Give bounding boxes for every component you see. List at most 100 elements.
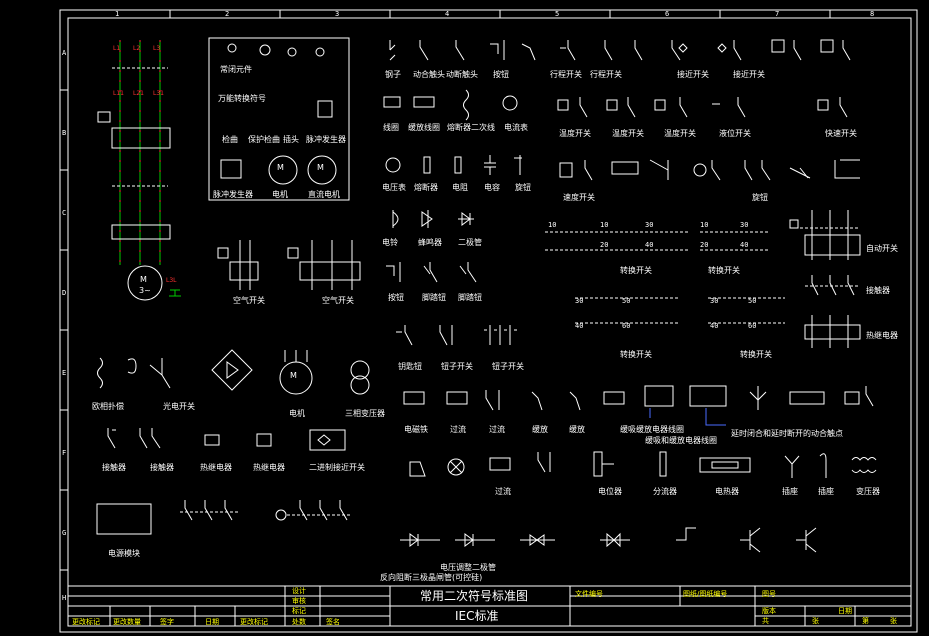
symbol-row-a: 钢子 动合触头 动断触头 按钮 行程开关 行程开关 接近开关 接近开关 [385,39,851,79]
tb-cell-mark: 标记 [292,606,306,615]
tb-cell-total: 共 [762,616,769,625]
air-switch-group: 空气开关 空气开关 [217,240,361,305]
label-row-e-2: 热继电器 [200,462,232,472]
label-meter-2: 电阻 [452,182,468,192]
motor-letter: M [140,275,147,284]
label-row-f-3: 电热器 [715,486,739,496]
label-key-1: 钮子开关 [441,361,473,371]
phase-label-l1: L1 [113,45,120,52]
zone-ticks [60,10,831,571]
label-btn2-2: 脚踏钮 [458,292,482,302]
symbol-row-f: 过流 电位器 分流器 电热器 插座 插座 变压器 [409,451,880,496]
label-temp-1: 温度开关 [612,128,644,138]
label-coil-2: 熔断器二次线 [447,122,495,132]
zone-letter: E [62,369,66,377]
legend-box: 常闭元件 万能转换符号 检曲 保护检曲 插头 脉冲发生器 M M 脉冲发生器 电… [208,37,350,201]
thyristor-group: 电压调整二极管 反向阻断三极晶闸管(可控硅) [380,527,817,582]
zone-letter: F [62,449,66,457]
label-row-f-0: 过流 [495,486,511,496]
label-row-e-mid-3: 缓放 [532,424,548,434]
label-row-f-1: 电位器 [598,486,622,496]
tick: 30 [575,297,583,305]
label-key-2: 钮子开关 [492,361,524,371]
power-module-group: 电源模块 [96,500,350,558]
zone-letter: B [62,129,66,137]
zone-number-labels: 1 2 3 4 5 6 7 8 A B C D E F G H [62,10,874,602]
label-travel-1: 行程开关 [590,69,622,79]
key-switch-group: 钥匙钮 钮子开关 钮子开关 [396,325,524,371]
label-coil-3: 电流表 [504,122,528,132]
motor-pe-label: L3L [166,277,177,284]
title-block-title: 常用二次符号标准图 [420,588,528,603]
symbol-row-bell: 电铃 蜂鸣器 二极管 按钮 脚踏钮 脚踏钮 [382,210,482,302]
tick: 30 [710,297,718,305]
label-speed-switch: 速度开关 [563,192,595,202]
label-contactor-r: 接触器 [866,285,890,295]
tb-cell-file: 文件编号 [575,589,603,598]
label-coil-1: 缓放线圈 [408,122,440,132]
zone-letter: C [62,209,66,217]
phase-label-l21: L21 [133,90,144,97]
tb-cell-version: 版本 [762,606,776,615]
tick: 20 [700,241,708,249]
tb-cell-count: 处数 [292,617,306,626]
inner-border [67,17,912,627]
legend-item-1: 常闭元件 [220,64,252,74]
legend-row2-0: 检曲 [222,134,238,144]
label-thyristor-2: 反向阻断三极晶闸管(可控硅) [380,572,482,582]
symbol-row-e-mid: 电磁铁 过流 过流 缓放 缓放 缓吸缓放电器线圈 缓吸和缓放电器线圈 延时闭合和… [403,385,874,445]
zone-number: 6 [665,10,669,18]
tb-cell-signature: 签名 [326,617,340,626]
zone-number: 8 [870,10,874,18]
label-row-f-4: 插座 [782,486,798,496]
label-coil-0: 线圈 [383,122,399,132]
label-transfer-1: 转换开关 [708,265,740,275]
label-rotary: 旋钮 [752,192,768,202]
label-row-f-6: 变压器 [856,486,880,496]
tick: 10 [600,221,608,229]
phase-label-l11: L11 [113,90,124,97]
tick: 40 [645,241,653,249]
label-air-1: 空气开关 [322,295,354,305]
label-row-e-0: 接触器 [102,462,126,472]
tick: 20 [600,241,608,249]
label-row-e-3: 热继电器 [253,462,285,472]
label-transfer2-1: 转换开关 [740,349,772,359]
motor-phase: 3~ [139,286,151,295]
tb-cell-drawing-no: 图号 [762,590,776,598]
tick: 10 [548,221,556,229]
label-proximity-1: 接近开关 [733,69,765,79]
tb-cell-sheet: 张 [890,616,897,625]
motor-circle [127,265,163,301]
label-key-0: 钥匙钮 [398,361,422,371]
label-thyristor-1: 电压调整二极管 [440,562,496,572]
symbol-row-d: 欧相扑偿 光电开关 M 电机 三相变压器 [92,349,385,418]
tick: 60 [622,322,630,330]
label-row-e-mid-4: 缓放 [569,424,585,434]
tb-cell-no: 第 [862,616,869,625]
label-temp-0: 温度开关 [559,128,591,138]
tb-cell-design: 设计 [292,586,306,595]
label-row-e-mid-0: 电磁铁 [404,424,428,434]
tick: 50 [622,297,630,305]
tick: 60 [748,322,756,330]
label-fast-switch: 快速开关 [825,128,857,138]
label-meter-4: 旋钮 [515,182,531,192]
legend-item-2: 万能转换符号 [218,93,266,103]
label-row-f-2: 分流器 [653,486,677,496]
symbol-row-coils: 线圈 缓放线圈 熔断器二次线 电流表 温度开关 温度开关 温度开关 液位开关 快… [383,89,857,138]
label-push-0: 钢子 [385,69,401,79]
phase-label-l31: L31 [153,90,164,97]
tb-cell-change-mark-2: 更改标记 [240,617,268,626]
label-bell-2: 二极管 [458,237,482,247]
svg-text:M: M [277,163,284,172]
label-row-e-mid-2: 过流 [489,424,505,434]
label-row-d-2: 电机 [289,408,305,418]
label-proximity-0: 接近开关 [677,69,709,79]
tb-cell-sheets: 张 [812,616,819,625]
legend-row3-0: 脉冲发生器 [213,189,253,199]
tick: 30 [645,221,653,229]
tb-cell-change-count-1: 更改数量 [113,617,141,626]
zone-number: 2 [225,10,229,18]
